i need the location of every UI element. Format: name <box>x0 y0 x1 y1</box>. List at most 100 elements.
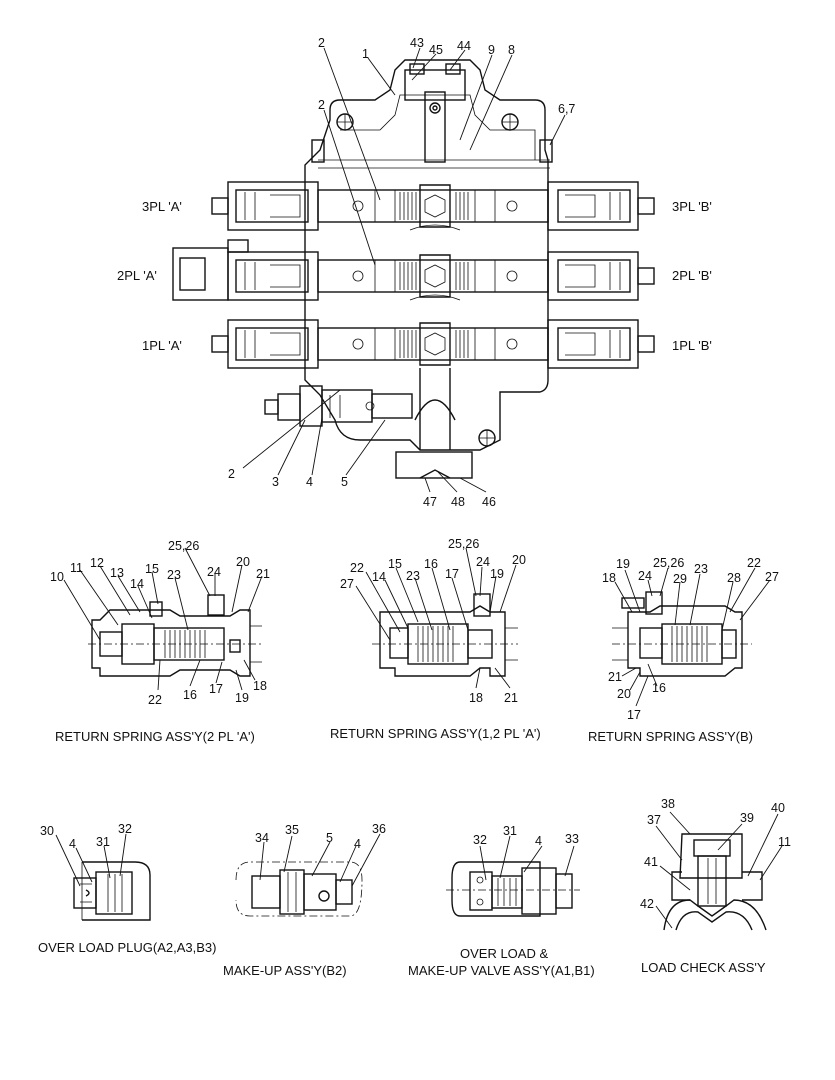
detail-c-callout-24: 24 <box>638 569 652 583</box>
detail-f-callout-31: 31 <box>503 824 517 838</box>
detail-a-callout-11: 11 <box>70 561 83 575</box>
callout-43: 43 <box>410 36 424 50</box>
detail-load-check-assy <box>663 833 767 931</box>
detail-return-spring-1-2pl-a <box>372 593 518 677</box>
detail-c-callout-16: 16 <box>652 681 666 695</box>
spool-row-2 <box>172 239 655 301</box>
callout-9: 9 <box>488 43 495 57</box>
detail-c-callout-27: 27 <box>765 570 779 584</box>
detail-c-callouts: 19 18 24 25,26 29 23 28 22 27 21 20 16 1… <box>602 556 779 722</box>
detail-a-callout-16: 16 <box>183 688 197 702</box>
callout-45: 45 <box>429 43 443 57</box>
detail-c-callout-25-26: 25,26 <box>653 556 684 570</box>
caption-detail-a: RETURN SPRING ASS'Y(2 PL 'A') <box>55 729 255 744</box>
detail-c-callout-19: 19 <box>616 557 630 571</box>
detail-a-callout-22: 22 <box>148 693 162 707</box>
detail-a-callout-15: 15 <box>145 562 159 576</box>
caption-detail-e: MAKE-UP ASS'Y(B2) <box>223 963 347 978</box>
detail-a-callout-17: 17 <box>209 682 223 696</box>
callout-4: 4 <box>306 475 313 489</box>
detail-c-callout-17: 17 <box>627 708 641 722</box>
callout-6-7: 6,7 <box>558 102 575 116</box>
detail-a-callout-14: 14 <box>130 577 144 591</box>
detail-c-leaders <box>614 567 771 707</box>
detail-over-load-make-up-valve <box>446 861 580 917</box>
main-callout-labels: 2 2 1 43 45 44 9 8 6,7 2 3 4 5 47 48 46 <box>228 36 575 509</box>
detail-b-callout-23: 23 <box>406 569 420 583</box>
relief-valve <box>264 385 413 427</box>
detail-g-leaders <box>655 811 783 929</box>
detail-c-callout-21: 21 <box>608 670 622 684</box>
port-3pl-a: 3PL 'A' <box>142 199 182 214</box>
detail-a-leaders <box>63 547 263 691</box>
detail-b-callout-18: 18 <box>469 691 483 705</box>
detail-b-callout-19: 19 <box>490 567 504 581</box>
detail-g-callout-38: 38 <box>661 797 675 811</box>
detail-e-callout-35: 35 <box>285 823 299 837</box>
detail-e-leaders <box>259 833 381 887</box>
port-2pl-a: 2PL 'A' <box>117 268 157 283</box>
detail-d-callout-31: 31 <box>96 835 110 849</box>
detail-a-callout-24: 24 <box>207 565 221 579</box>
caption-detail-f-line1: OVER LOAD & <box>460 946 548 961</box>
detail-g-callout-37: 37 <box>647 813 661 827</box>
port-3pl-b: 3PL 'B' <box>672 199 712 214</box>
callout-47: 47 <box>423 495 437 509</box>
detail-d-callout-30: 30 <box>40 824 54 838</box>
detail-c-callout-28: 28 <box>727 571 741 585</box>
detail-b-callout-15: 15 <box>388 557 402 571</box>
detail-c-callout-22: 22 <box>747 556 761 570</box>
side-bolt <box>539 139 553 163</box>
caption-detail-g: LOAD CHECK ASS'Y <box>641 960 766 975</box>
detail-a-callout-23: 23 <box>167 568 181 582</box>
detail-e-callout-36: 36 <box>372 822 386 836</box>
callout-2-mid: 2 <box>318 98 325 112</box>
callout-5: 5 <box>341 475 348 489</box>
spool-row-1 <box>211 319 655 369</box>
caption-detail-b: RETURN SPRING ASS'Y(1,2 PL 'A') <box>330 726 541 741</box>
detail-f-leaders <box>479 835 575 881</box>
detail-make-up-assy <box>235 861 363 917</box>
port-1pl-b: 1PL 'B' <box>672 338 712 353</box>
detail-a-callout-18: 18 <box>253 679 267 693</box>
spool-row-3 <box>211 181 655 231</box>
detail-a-callout-20: 20 <box>236 555 250 569</box>
detail-g-callout-42: 42 <box>640 897 654 911</box>
caption-detail-c: RETURN SPRING ASS'Y(B) <box>588 729 753 744</box>
detail-b-callout-21: 21 <box>504 691 518 705</box>
detail-return-spring-2pl-a <box>88 594 262 677</box>
detail-g-callout-40: 40 <box>771 801 785 815</box>
detail-d-callout-32: 32 <box>118 822 132 836</box>
detail-b-callout-22: 22 <box>350 561 364 575</box>
detail-a-callouts: 10 11 12 13 14 15 23 25,26 24 20 21 22 1… <box>50 539 270 707</box>
port-labels: 3PL 'A' 3PL 'B' 2PL 'A' 2PL 'B' 1PL 'A' … <box>117 199 712 353</box>
callout-8: 8 <box>508 43 515 57</box>
detail-b-callout-14: 14 <box>372 570 386 584</box>
detail-d-callout-4: 4 <box>69 837 76 851</box>
detail-over-load-plug <box>73 861 151 921</box>
detail-b-callout-24: 24 <box>476 555 490 569</box>
port-1pl-a: 1PL 'A' <box>142 338 182 353</box>
detail-a-callout-10: 10 <box>50 570 64 584</box>
detail-b-leaders <box>355 547 517 689</box>
detail-e-callouts: 34 35 5 4 36 <box>255 822 386 851</box>
detail-g-callout-11: 11 <box>778 835 791 849</box>
detail-f-callout-4: 4 <box>535 834 542 848</box>
detail-b-callout-27: 27 <box>340 577 354 591</box>
main-valve-assembly <box>172 59 655 479</box>
main-callout-leaders <box>242 47 566 493</box>
detail-f-callout-33: 33 <box>565 832 579 846</box>
callout-2-bottom: 2 <box>228 467 235 481</box>
detail-c-callout-18: 18 <box>602 571 616 585</box>
bottom-port-block <box>395 451 473 479</box>
detail-a-callout-12: 12 <box>90 556 104 570</box>
detail-c-callout-29: 29 <box>673 572 687 586</box>
detail-c-callout-20: 20 <box>617 687 631 701</box>
detail-g-callouts: 38 37 39 40 11 41 42 <box>640 797 791 911</box>
detail-c-callout-23: 23 <box>694 562 708 576</box>
callout-3: 3 <box>272 475 279 489</box>
detail-a-callout-13: 13 <box>110 566 124 580</box>
detail-f-callout-32: 32 <box>473 833 487 847</box>
caption-detail-d: OVER LOAD PLUG(A2,A3,B3) <box>38 940 216 955</box>
